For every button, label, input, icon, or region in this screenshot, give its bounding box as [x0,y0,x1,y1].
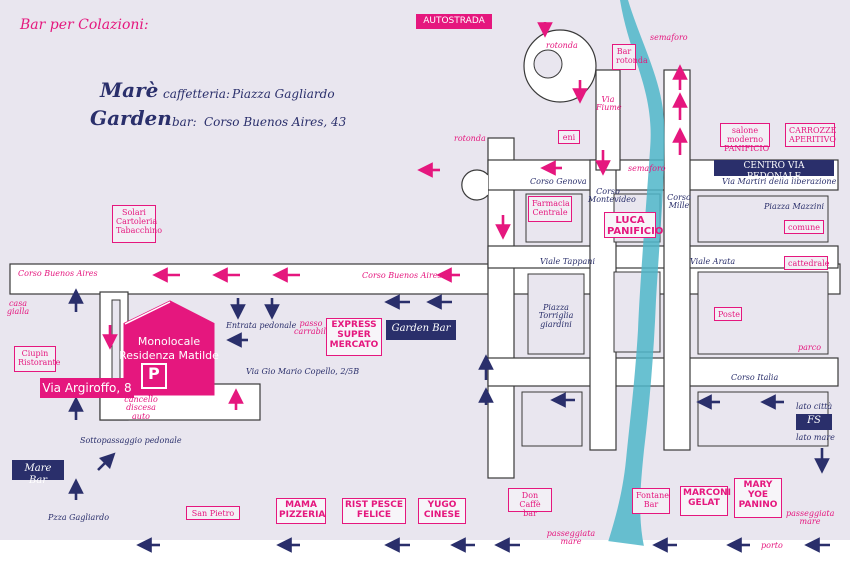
street-corso-buenos-aires: Corso Buenos Aires [18,269,98,278]
poi-don-caffe: Don Caffè bar [508,488,552,518]
bar-name-garden: Garden [90,106,172,130]
label-cancello: cancello discesa auto [124,395,158,421]
residence-house-icon [123,300,215,396]
poi-centro-pedonale: CENTRO VIA PEDONALE [714,160,834,182]
page-title: Bar per Colazioni: [20,17,149,33]
poi-carrozze: CARROZZE APERITIVO [785,123,836,147]
parking-icon: P [148,364,160,383]
river [600,0,665,567]
label-rotonda-top: rotonda [546,41,578,50]
poi-yugo-cinese: YUGO CINESE [418,498,466,524]
street-corso-montevideo: Corso Montevideo [588,187,636,205]
square-piazza-torriglia: Piazza Torriglia giardini [538,303,574,329]
poi-poste: Poste [714,307,742,321]
street-via-fiume: Via Fiume [596,95,622,113]
label-lato-citta: lato città [796,402,833,411]
label-semaforo-mid: semaforo [628,164,666,173]
poi-san-pietro: San Pietro [186,506,240,520]
poi-farmacia: Farmacia Centrale [528,196,572,222]
street-via-martiri: Via Martiri della liberazione [722,177,837,186]
residence-title-2: Residenza Matilde [119,349,219,362]
residence-address: Via Argiroffo, 8 [40,378,134,398]
one-way-arrows-pink [102,22,688,410]
poi-mama-pizzeria: MAMA PIZZERIA [276,498,326,524]
square-pzza-gagliardo: Pzza Gagliardo [48,513,110,522]
label-passeggiata-mare-1: passeggiata mare [546,529,596,547]
road-rotonda-left [461,169,489,201]
road-west-vertical [487,137,515,479]
label-porto: porto [761,541,783,550]
street-corso-buenos-aires-2: Corso Buenos Aires [362,271,442,280]
poi-mare-bar: Mare Bar [12,460,64,486]
residence-title-1: Monolocale [137,335,201,348]
poi-fontane-bar: Fontane Bar [632,488,670,514]
label-passeggiata-mare-2: passeggiata mare [786,509,835,527]
sea-shore [0,540,850,567]
bar-type-mare: caffetteria: [163,87,230,101]
street-viale-arata: Viale Arata [690,257,736,266]
road-corso-mille [663,69,691,451]
label-parco: parco [798,343,822,352]
label-semaforo-top: semaforo [650,33,688,42]
poi-luca-panificio: LUCA PANIFICIO [604,212,663,238]
poi-rist-pesce: RIST PESCE FELICE [342,498,406,524]
autostrada-label: AUTOSTRADA [416,14,492,29]
label-entrata-pedonale: Entrata pedonale [226,321,297,330]
street-viale-tappani: Viale Tappani [540,257,596,266]
poi-fs: FS [796,414,832,430]
square-piazza-mazzini: Piazza Mazzini [764,202,825,211]
bar-type-garden: bar: [172,115,197,129]
poi-salone-moderno: salone moderno PANIFICIO [720,123,770,153]
street-corso-italia: Corso Italia [731,373,779,382]
poi-eni: eni [558,130,580,144]
bar-address-garden: Corso Buenos Aires, 43 [204,115,347,129]
label-lato-mare: lato mare [796,433,835,442]
street-corso-genova: Corso Genova [530,177,587,186]
label-casa-gialla: casa gialla [6,299,30,317]
poi-ciupin: Ciupin Ristorante [14,346,60,372]
bar-name-mare: Marè [100,78,159,102]
poi-cattedrale: cattedrale [784,256,829,270]
label-rotonda-left: rotonda [454,134,486,143]
road-viale-tappani [487,245,839,269]
directional-arrows-navy [68,288,830,553]
street-corso-mille: Corso Mille [667,193,691,211]
poi-garden-bar: Garden Bar [386,320,456,340]
poi-express: EXPRESS SUPER MERCATO [326,318,382,356]
bar-address-mare: Piazza Gagliardo [232,87,335,101]
road-corso-italia [487,357,839,387]
poi-solari: Solari Cartoleria Tabacchino [112,205,162,243]
street-via-gio-mario-copello: Via Gio Mario Copello, 2/5B [246,367,360,376]
poi-comune: comune [784,220,824,234]
label-passo-carrabile: passo carrabile [294,319,331,337]
poi-bar-rotonda: Bar rotonda [612,44,648,70]
label-sottopassaggio: Sottopassaggio pedonale [80,436,182,445]
poi-marconi-gelat: MARCONI GELAT [680,486,731,516]
road-via-fiume [595,69,621,171]
poi-mary-yoe: MARY YOE PANINO [734,478,782,518]
